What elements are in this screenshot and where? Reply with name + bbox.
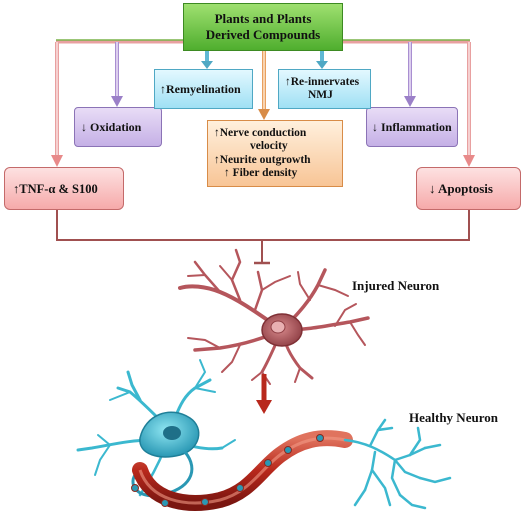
healthy-neuron-axon [131, 430, 353, 511]
reinnervates-box: ↑Re-innervates NMJ [278, 69, 371, 109]
apoptosis-label: ↓ Apoptosis [429, 180, 493, 196]
fiber-density-line: ↑ Fiber density [224, 167, 298, 179]
reinnervates-line1: ↑Re-innervates [285, 76, 360, 88]
inflammation-label: ↓ Inflammation [372, 120, 452, 134]
oxidation-label: ↓ Oxidation [81, 120, 142, 134]
apoptosis-box: ↓ Apoptosis [416, 167, 521, 210]
healthy-neuron-nucleus [163, 426, 181, 440]
remyelination-label: ↑Remyelination [160, 82, 241, 96]
healthy-neuron-terminals [343, 418, 452, 510]
healthy-neuron-label: Healthy Neuron [409, 410, 498, 425]
arrow-to-tnf [51, 42, 63, 167]
arrow-to-remyelination [201, 51, 213, 69]
velocity-line: velocity [250, 140, 288, 152]
arrow-to-inflammation [404, 42, 416, 107]
arrow-to-oxidation [111, 42, 123, 107]
nerve-conduction-line: ↑Nerve conduction [214, 126, 307, 139]
arrow-to-reinnervates [316, 51, 328, 69]
plants-compounds-box: Plants and Plants Derived Compounds [183, 3, 343, 51]
injured-neuron-illustration [178, 248, 370, 385]
arrow-to-nerve-conduction [258, 51, 270, 120]
arrow-injured-to-healthy [256, 374, 272, 414]
injured-neuron-nucleus [270, 320, 286, 334]
reinnervates-line2: NMJ [308, 89, 333, 101]
tnf-s100-box: ↑TNF-α & S100 [4, 167, 124, 210]
inflammation-box: ↓ Inflammation [366, 107, 458, 147]
oxidation-box: ↓ Oxidation [74, 107, 162, 147]
injured-neuron-label: Injured Neuron [352, 278, 440, 293]
plants-compounds-line2: Derived Compounds [205, 27, 321, 42]
arrow-to-apoptosis [463, 42, 475, 167]
top-connectors [56, 39, 470, 44]
nerve-conduction-box: ↑Nerve conduction velocity ↑Neurite outg… [207, 120, 343, 187]
tnf-s100-label: ↑TNF-α & S100 [13, 181, 98, 196]
convergence-bracket [56, 210, 470, 265]
remyelination-box: ↑Remyelination [154, 69, 253, 109]
plants-compounds-line1: Plants and Plants [214, 11, 312, 26]
neurite-outgrowth-line: ↑Neurite outgrowth [214, 153, 311, 166]
